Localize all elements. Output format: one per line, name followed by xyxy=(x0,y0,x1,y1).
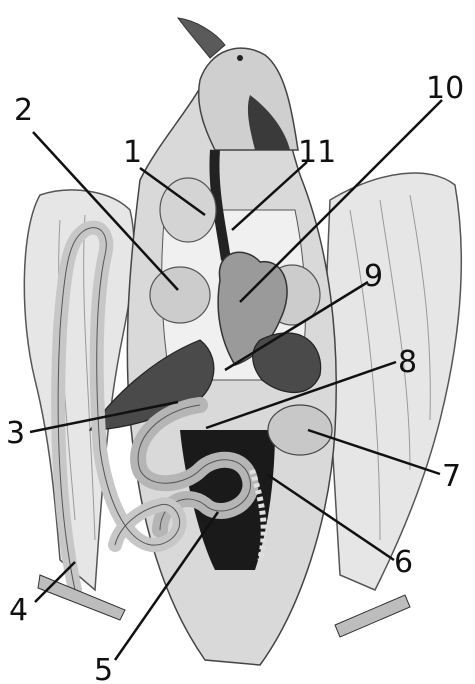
label-7: 7 xyxy=(442,459,461,494)
label-11: 11 xyxy=(298,135,336,170)
gizzard xyxy=(268,405,332,455)
label-1: 1 xyxy=(123,135,142,170)
beak xyxy=(178,18,225,58)
eye xyxy=(237,55,243,61)
label-4: 4 xyxy=(9,593,28,628)
label-5: 5 xyxy=(94,653,113,684)
label-8: 8 xyxy=(398,345,417,380)
label-10: 10 xyxy=(426,71,464,106)
lung-left xyxy=(150,267,210,323)
left-leg xyxy=(38,575,125,620)
right-leg xyxy=(335,595,410,637)
label-3: 3 xyxy=(6,416,25,451)
label-2: 2 xyxy=(14,93,33,128)
label-6: 6 xyxy=(394,545,413,580)
label-9: 9 xyxy=(364,259,383,294)
